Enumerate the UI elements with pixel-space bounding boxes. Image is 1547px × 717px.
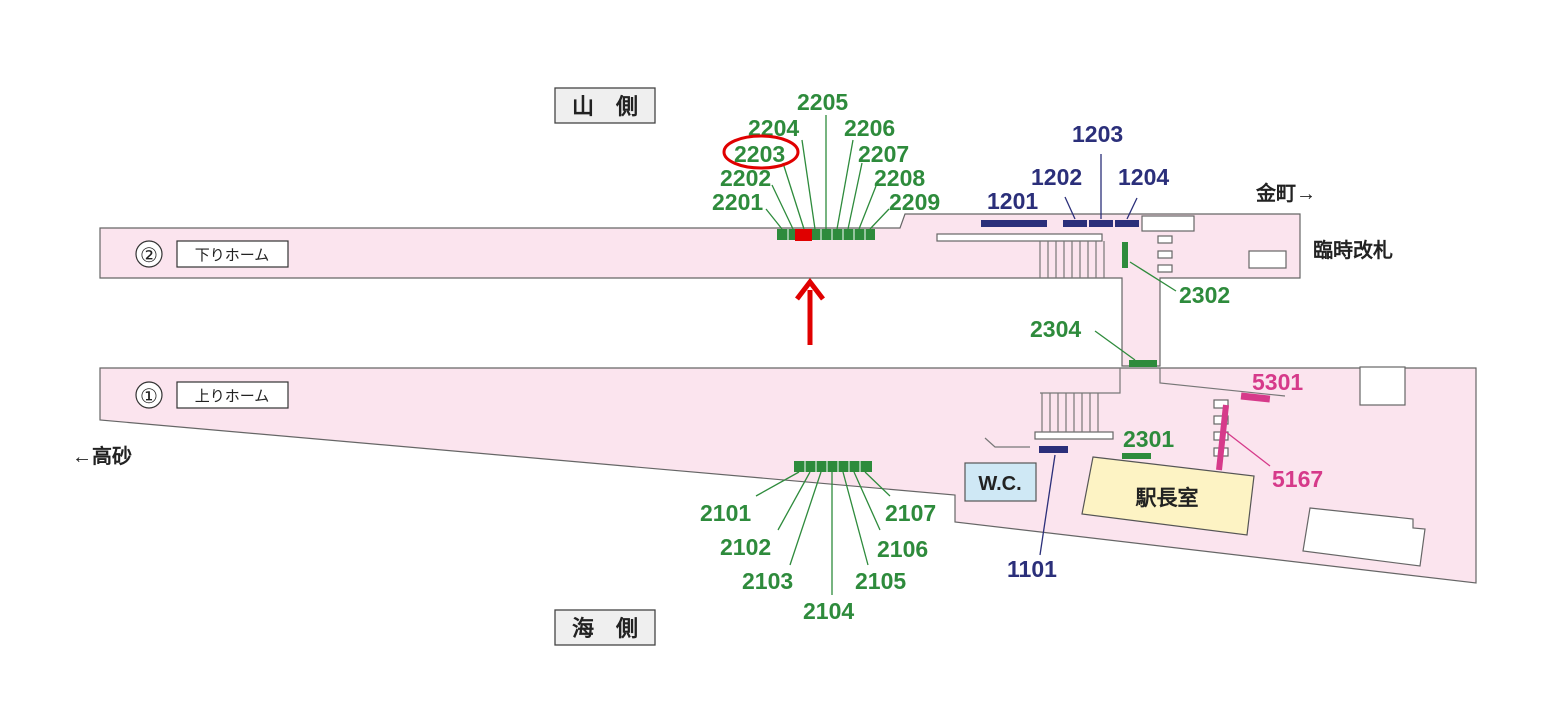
ad-2106-label: 2106 — [877, 536, 928, 562]
platform-2-label: 下りホーム — [195, 247, 270, 264]
ad-1101: 1101 — [1007, 446, 1068, 582]
platform-1-label: 上りホーム — [195, 388, 270, 405]
platform-2-edge-bar — [936, 233, 1103, 242]
ad-2103-label: 2103 — [742, 568, 793, 594]
ad-1201-label: 1201 — [987, 188, 1038, 214]
ad-2107-label: 2107 — [885, 500, 936, 526]
concourse-wall — [1159, 368, 1286, 397]
mountain-side-label: 山 側 — [572, 94, 638, 119]
ticket-gates — [1157, 235, 1173, 273]
wc-label: W.C. — [978, 473, 1021, 495]
station-master-label: 駅長室 — [1136, 486, 1199, 510]
stair-wall-1 — [1040, 368, 1121, 394]
ad-2208-label: 2208 — [874, 165, 925, 191]
ad-2302-label: 2302 — [1179, 282, 1230, 308]
ad-5167: 5167 — [1213, 399, 1323, 492]
highlight-circle — [722, 134, 800, 170]
ad-2205-label: 2205 — [797, 89, 848, 115]
ad-2207-label: 2207 — [858, 141, 909, 167]
ad-2201-label: 2201 — [712, 189, 763, 215]
highlight-arrow — [795, 277, 825, 345]
ad-2302: 2302 — [1122, 242, 1230, 308]
ad-5301-label: 5301 — [1252, 369, 1303, 395]
platform-2-badge: ② 下りホーム — [135, 240, 289, 268]
temporary-gate-label: 臨時改札 — [1313, 238, 1393, 262]
platform-1-edge-bar — [1034, 431, 1114, 440]
ad-5301: 5301 — [1240, 369, 1303, 403]
ad-group-2200: 2201 2202 2203 2204 2205 2206 2207 2208 … — [712, 89, 940, 241]
platform-2-area — [99, 213, 1301, 367]
ad-2304-label: 2304 — [1030, 316, 1081, 342]
sea-side-box: 海 側 — [554, 609, 656, 646]
ad-1101-label: 1101 — [1007, 556, 1057, 582]
ad-2301-label: 2301 — [1123, 426, 1174, 452]
sea-side-label: 海 側 — [572, 616, 638, 641]
building-lower-right — [1302, 507, 1426, 567]
ad-2304: 2304 — [1030, 316, 1157, 367]
stairs-platform-1 — [1041, 393, 1099, 432]
mountain-side-box: 山 側 — [554, 87, 656, 124]
ad-1202-label: 1202 — [1031, 164, 1082, 190]
ad-5167-label: 5167 — [1272, 466, 1323, 492]
gate-booth — [1141, 215, 1195, 232]
ad-1203-label: 1203 — [1072, 121, 1123, 147]
ad-2206-label: 2206 — [844, 115, 895, 141]
ad-2105-label: 2105 — [855, 568, 906, 594]
room-box-right — [1359, 366, 1406, 406]
highlight-ad-marker — [795, 229, 812, 241]
wall-near-wc — [984, 437, 1030, 448]
ad-2104-label: 2104 — [803, 598, 854, 624]
ad-group-1200: 1201 1202 1203 1204 — [981, 121, 1169, 227]
ad-2203-label: 2203 — [734, 141, 785, 167]
ad-2102-label: 2102 — [720, 534, 771, 560]
platform-1-number: ① — [140, 386, 158, 408]
direction-kanamachi: 金町→ — [1255, 181, 1316, 205]
ad-1204-label: 1204 — [1118, 164, 1169, 190]
direction-takasago: ←高砂 — [72, 444, 132, 468]
gate-machine — [1248, 250, 1287, 269]
stairs-platform-2 — [1039, 241, 1105, 278]
ad-2209-label: 2209 — [889, 189, 940, 215]
wc-room: W.C. — [964, 462, 1037, 502]
ad-group-2100: 2101 2102 2103 2104 2105 2106 2107 — [700, 461, 936, 624]
platform-1-badge: ① 上りホーム — [135, 381, 289, 409]
ad-2101-label: 2101 — [700, 500, 751, 526]
ad-2301: 2301 — [1122, 426, 1174, 459]
platform-2-number: ② — [140, 245, 158, 267]
platform-1-area — [99, 367, 1477, 584]
station-master-room: 駅長室 — [1081, 456, 1255, 536]
